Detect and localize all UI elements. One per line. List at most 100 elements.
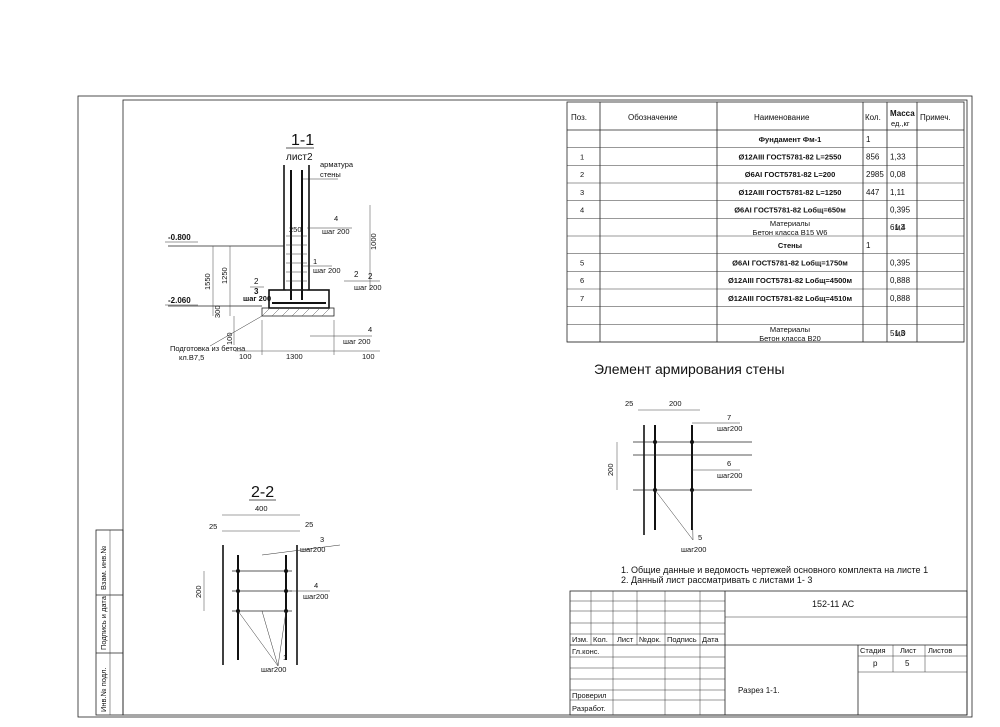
spec-pos: 5 xyxy=(580,259,584,268)
spec-qty: 2985 xyxy=(866,170,884,179)
tb-sheet-header: Лист xyxy=(900,646,917,655)
spec-unit: м3 xyxy=(895,223,906,232)
dim-100a: 100 xyxy=(239,352,252,361)
th-code: Обозначение xyxy=(628,113,678,122)
dim-200b-wall: 200 xyxy=(606,463,615,476)
callout-pos-1: 1 xyxy=(313,257,317,266)
note-1: 1. Общие данные и ведомость чертежей осн… xyxy=(621,565,928,575)
tb-code: 152-11 АС xyxy=(812,599,855,609)
spec-name-line-2: Бетон класса B15 W6 xyxy=(753,228,828,237)
tb-proveril: Проверил xyxy=(572,691,607,700)
spec-qty: 447 xyxy=(866,188,880,197)
dim-100b: 100 xyxy=(362,352,375,361)
wall-element: Элемент армирования стены 25 200 200 7 ш… xyxy=(594,361,785,554)
title-block: 152-11 АС Изм. Кол. Лист №док. Подпись Д… xyxy=(569,590,968,716)
dim-1000: 1000 xyxy=(369,233,378,250)
dim-200-2-2: 200 xyxy=(194,585,203,598)
section-1-1-subtitle: лист2 xyxy=(286,152,313,163)
section-2-2-title: 2-2 xyxy=(251,484,274,501)
callout-pos-1-2-2: 1 xyxy=(283,653,287,662)
tb-sheet-name: Разрез 1-1. xyxy=(738,686,780,695)
tb-stage: р xyxy=(873,659,878,668)
tb-col-list: Лист xyxy=(617,635,634,644)
stamp-signature-date: Подпись и дата xyxy=(99,595,108,650)
side-stamp: Инв.№ подл. Подпись и дата Взам. инв.№ xyxy=(95,529,124,716)
dim-250: 250 xyxy=(289,225,302,234)
mark-3: 3 xyxy=(254,287,259,296)
callout-step-b-wall: шаг200 xyxy=(717,471,742,480)
spec-qty: 1 xyxy=(866,135,871,144)
inner-frame xyxy=(122,99,968,716)
tb-gl-kons: Гл.конс. xyxy=(572,647,600,656)
dim-1550: 1550 xyxy=(203,273,212,290)
callout-pos-3: 3 xyxy=(320,535,324,544)
spec-mass: 51,0 xyxy=(890,329,906,338)
section-1-1-title: 1-1 xyxy=(291,132,314,149)
elev-top: -0.800 xyxy=(168,233,191,242)
spec-pos: 3 xyxy=(580,188,584,197)
dim-400: 400 xyxy=(255,504,268,513)
spec-qty: 856 xyxy=(866,153,880,162)
footing-slab xyxy=(268,289,330,309)
tb-stage-header: Стадия xyxy=(860,646,886,655)
callout-pos-7: 7 xyxy=(727,413,731,422)
mark-2a: 2 xyxy=(354,270,359,279)
callout-pos-4: 4 xyxy=(334,214,338,223)
dim-25a: 25 xyxy=(209,522,217,531)
spec-mass: 0,08 xyxy=(890,170,906,179)
dim-25-wall: 25 xyxy=(625,399,633,408)
elev-bottom: -2.060 xyxy=(168,296,191,305)
th-name: Наименование xyxy=(754,113,810,122)
dim-100: 100 xyxy=(225,332,234,345)
spec-name: Стены xyxy=(778,241,802,250)
mark-2b: 2 xyxy=(368,272,373,281)
spec-pos: 4 xyxy=(580,206,584,215)
spec-mass: 1,11 xyxy=(890,188,906,197)
dim-200a-wall: 200 xyxy=(669,399,682,408)
prep-label-1: Подготовка из бетона xyxy=(170,344,246,353)
note-2: 2. Данный лист рассматривать с листами 1… xyxy=(621,575,812,585)
spec-pos: 2 xyxy=(580,170,584,179)
th-qty: Кол. xyxy=(865,113,881,122)
tb-razrabot: Разработ. xyxy=(572,704,606,713)
callout-step-c-wall: шаг200 xyxy=(681,545,706,554)
callout-pos-5: 5 xyxy=(698,533,702,542)
callout-step-d: шаг 200 xyxy=(243,294,271,303)
callout-step-c-2-2: шаг200 xyxy=(261,665,286,674)
th-pos: Поз. xyxy=(571,113,587,122)
spec-name: Ø6AI ГОСТ5781-82 Lобщ=650м xyxy=(734,206,846,215)
spec-name: Ø12AIII ГОСТ5781-82 L=1250 xyxy=(739,188,842,197)
spec-name: Ø6AI ГОСТ5781-82 Lобщ=1750м xyxy=(732,259,848,268)
th-mass-2: ед.,кг xyxy=(891,119,910,128)
spec-name: Фундамент Фм-1 xyxy=(759,135,822,144)
dim-1250: 1250 xyxy=(220,267,229,284)
callout-pos-4-2-2: 4 xyxy=(314,581,318,590)
callout-step-a: шаг 200 xyxy=(322,227,350,236)
dim-1300: 1300 xyxy=(286,352,303,361)
spec-name-line-2: Бетон класса B20 xyxy=(759,334,821,343)
tb-col-podpis: Подпись xyxy=(667,635,697,644)
concrete-prep xyxy=(261,307,335,317)
spec-name-line-1: Материалы xyxy=(770,219,810,228)
spec-name: Ø6AI ГОСТ5781-82 L=200 xyxy=(745,170,835,179)
label-wall: стены xyxy=(320,170,341,179)
spec-mass: 61,4 xyxy=(890,223,906,232)
dim-25b: 25 xyxy=(305,520,313,529)
spec-name: Ø12AIII ГОСТ5781-82 L=2550 xyxy=(739,153,842,162)
th-note: Примеч. xyxy=(920,113,951,122)
prep-label-2: кл.B7,5 xyxy=(179,353,204,362)
callout-pos-4b: 4 xyxy=(368,325,372,334)
tb-col-data: Дата xyxy=(702,635,719,644)
spec-qty: 1 xyxy=(866,241,871,250)
tb-col-izm: Изм. xyxy=(572,635,588,644)
th-mass-1: Масса xyxy=(890,109,915,118)
spec-name: Ø12AIII ГОСТ5781-82 Lобщ=4500м xyxy=(728,276,853,285)
callout-step-a-2-2: шаг200 xyxy=(300,545,325,554)
spec-unit: м3 xyxy=(895,329,906,338)
section-1-1: 1-1 лист2 арматура стены -0.800 xyxy=(165,132,382,362)
spec-name-line-1: Материалы xyxy=(770,325,810,334)
dim-300: 300 xyxy=(213,305,222,318)
callout-step-b-2-2: шаг200 xyxy=(303,592,328,601)
